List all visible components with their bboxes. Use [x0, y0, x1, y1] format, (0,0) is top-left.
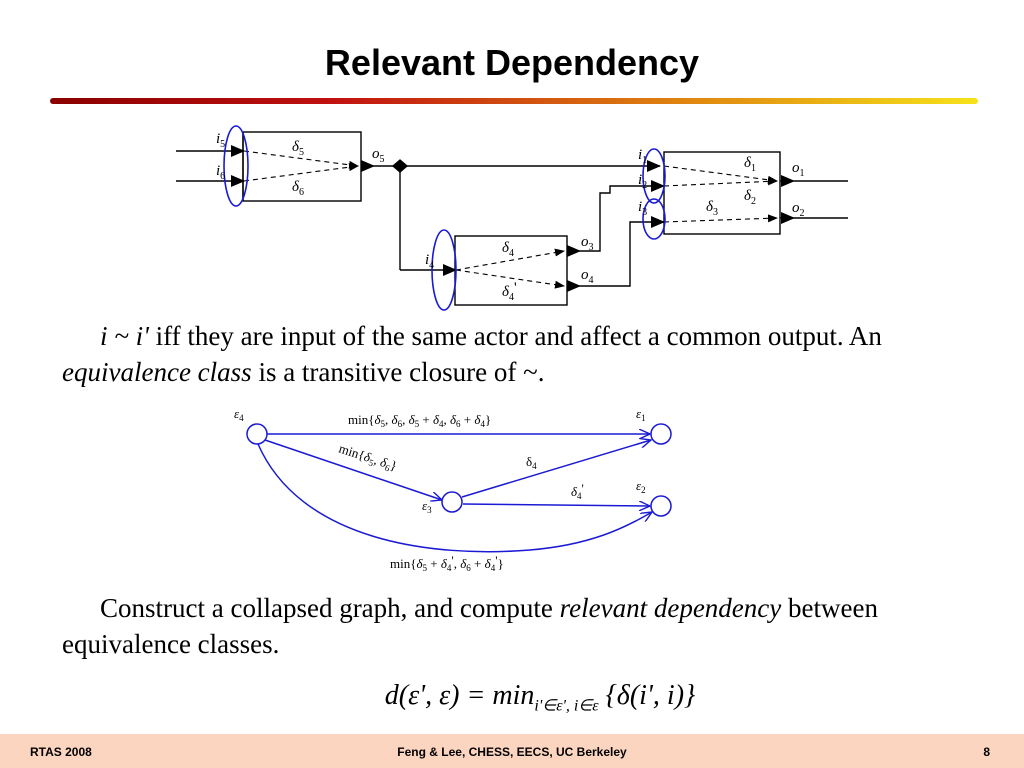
label-i2: i2: [638, 172, 647, 191]
node-e2: [650, 495, 672, 517]
actor-c-box: [663, 151, 781, 235]
label-o4: o4: [581, 267, 594, 286]
actor-b-box: [454, 235, 568, 306]
edge-e3-e1: [461, 440, 651, 498]
equivalence-ellipse-i3: [642, 198, 666, 240]
construction-text-1: Construct a collapsed graph, and compute: [100, 593, 560, 623]
label-o3: o3: [581, 234, 594, 253]
node-e2-label: ε2: [636, 478, 646, 495]
edge-e3-e2-label: δ4': [571, 481, 584, 501]
actor-network-diagram: i5 i6 δ5 δ6 o5 i4 δ4 δ4' o3 o4 i1 i2 i3 …: [176, 125, 848, 311]
edge-e4-e3-label: min{δ5, δ6}: [336, 441, 399, 476]
slide-footer: RTAS 2008 Feng & Lee, CHESS, EECS, UC Be…: [0, 734, 1024, 768]
equivalence-ellipse-i4: [431, 229, 457, 311]
label-delta2: δ2: [744, 188, 756, 207]
label-delta3: δ3: [706, 199, 718, 218]
node-e1-label: ε1: [636, 406, 646, 423]
label-i3: i3: [638, 199, 647, 218]
edge-e4-e2-label: min{δ5 + δ4', δ6 + δ4'}: [390, 553, 504, 573]
definition-text-1: iff they are input of the same actor and…: [148, 321, 882, 351]
equivalence-class-term: equivalence class: [62, 357, 252, 387]
label-i5: i5: [216, 131, 225, 150]
construction-text-2: between equivalence classes.: [62, 593, 878, 659]
title-underline: [50, 98, 978, 104]
edge-e4-e2: [257, 443, 652, 553]
label-delta4: δ4: [502, 240, 514, 259]
footer-authors: Feng & Lee, CHESS, EECS, UC Berkeley: [397, 745, 627, 759]
node-e3: [441, 491, 463, 513]
node-e4-label: ε4: [234, 406, 244, 423]
slide-title: Relevant Dependency: [324, 42, 700, 83]
label-o5: o5: [372, 146, 385, 165]
label-i6: i6: [216, 163, 225, 182]
formula-subscript: i'∈ε', i∈ε: [534, 697, 599, 715]
edge-e4-e3: [264, 439, 442, 500]
edge-e4-e1-label: min{δ5, δ6, δ5 + δ4, δ6 + δ4}: [348, 412, 491, 429]
label-delta4-prime: δ4': [502, 280, 517, 303]
footer-conference: RTAS 2008: [30, 745, 92, 759]
node-e4: [246, 423, 268, 445]
construction-paragraph: Construct a collapsed graph, and compute…: [62, 590, 982, 662]
definition-paragraph: i ~ i' iff they are input of the same ac…: [62, 318, 982, 390]
label-delta1: δ1: [744, 155, 756, 174]
equivalence-ellipse-i5-i6: [223, 125, 249, 207]
label-delta6: δ6: [292, 179, 304, 198]
label-o1: o1: [792, 160, 805, 179]
label-delta5: δ5: [292, 139, 304, 158]
definition-text-2: is a transitive closure of ~.: [251, 357, 545, 387]
equivalence-relation: i ~ i': [100, 321, 149, 351]
node-e1: [650, 423, 672, 445]
relevant-dependency-term: relevant dependency: [559, 593, 782, 623]
dependency-formula: d(ε', ε) = mini'∈ε', i∈ε {δ(i', i)}: [0, 680, 1024, 716]
collapsed-graph-diagram: ε4 ε1 ε3 ε2 min{δ5, δ6, δ5 + δ4, δ6 + δ4…: [234, 406, 672, 573]
edge-e3-e1-label: δ4: [526, 454, 537, 471]
page-number: 8: [983, 745, 990, 759]
node-e3-label: ε3: [422, 498, 432, 515]
label-o2: o2: [792, 200, 805, 219]
edge-e3-e2: [462, 504, 650, 506]
formula-lhs: d(ε', ε) = min: [384, 680, 535, 711]
label-i4: i4: [425, 252, 434, 271]
equivalence-ellipse-i1-i2: [642, 148, 666, 204]
formula-rhs: {δ(i', i)}: [598, 680, 696, 711]
label-i1: i1: [638, 147, 647, 166]
